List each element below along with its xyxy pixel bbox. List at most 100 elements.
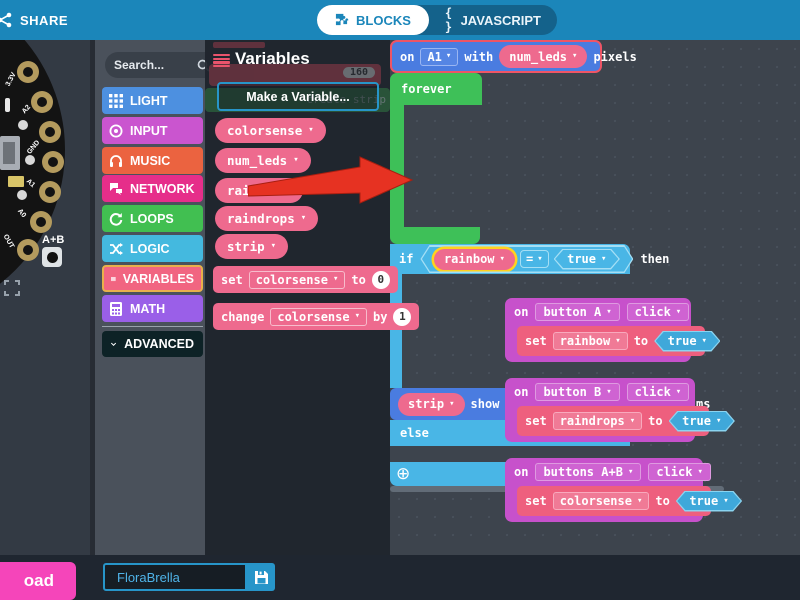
comparison-block[interactable]: rainbow▾ =▾ true▾ [420, 245, 633, 273]
variable-name: strip [227, 239, 265, 254]
if-block-header[interactable]: if rainbow▾ =▾ true▾ then [390, 244, 669, 274]
fullscreen-icon[interactable] [4, 280, 20, 296]
variable-name: colorsense [255, 272, 328, 287]
category-label: VARIABLES [122, 271, 194, 286]
ghost-value: 160 [342, 67, 375, 78]
keyword: on [514, 465, 529, 479]
ab-button[interactable] [42, 247, 62, 267]
number-input[interactable]: 1 [393, 307, 412, 326]
category-advanced[interactable]: ADVANCED [102, 331, 203, 357]
share-button[interactable]: SHARE [0, 0, 68, 40]
keyword: change [221, 309, 265, 324]
top-bar: SHARE BLOCKS { } JAVASCRIPT [0, 0, 800, 40]
ghost-text: create strip [306, 93, 386, 106]
change-variable-block[interactable]: change colorsense▾ by 1 [213, 303, 420, 330]
action-dropdown[interactable]: click▾ [626, 383, 690, 401]
set-colorsense-block[interactable]: set colorsense▾ to true▾ [517, 486, 711, 516]
board-pad[interactable] [30, 211, 52, 233]
variable-name: raindrops [559, 414, 625, 428]
board-pad[interactable] [42, 151, 64, 173]
variable-dropdown[interactable]: raindrops▾ [552, 412, 643, 430]
circle-dot-icon [109, 124, 123, 137]
number-input[interactable]: 0 [371, 270, 390, 289]
keyword: to [633, 334, 649, 348]
project-name-input[interactable] [103, 563, 247, 591]
make-variable-button[interactable]: Make a Variable... [217, 82, 379, 111]
category-network[interactable]: NETWORK [102, 175, 203, 202]
variable-dropdown[interactable]: rainbow▾ [552, 332, 628, 350]
board-pad[interactable] [17, 61, 39, 83]
board-pad[interactable] [17, 239, 39, 261]
keyword: then [640, 252, 670, 266]
variable-pill-colorsense[interactable]: colorsense▾ [215, 118, 326, 143]
set-raindrops-block[interactable]: set raindrops▾ to true▾ [517, 406, 709, 436]
category-label: LOGIC [130, 241, 170, 256]
set-rainbow-block[interactable]: set rainbow▾ to true▾ [517, 326, 705, 356]
board-led [25, 155, 35, 165]
flyout-title: Variables [235, 49, 310, 68]
boolean-dropdown[interactable]: true▾ [654, 331, 720, 352]
category-variables[interactable]: VARIABLES [102, 265, 203, 292]
dropdown-arrow-icon: ▾ [499, 253, 505, 264]
pin-dropdown[interactable]: A1▾ [420, 47, 459, 66]
variable-pill-rainbow[interactable]: rainbow▾ [215, 178, 304, 203]
tab-blocks[interactable]: BLOCKS [317, 5, 429, 35]
dropdown-arrow-icon: ▾ [285, 185, 292, 195]
dropdown-arrow-icon: ▾ [636, 495, 643, 506]
variable-name: colorsense [277, 309, 350, 324]
category-music[interactable]: MUSIC [102, 147, 203, 174]
forever-block[interactable]: forever [390, 73, 482, 105]
variable-pill-num-leds[interactable]: num_leds▾ [499, 45, 588, 68]
category-logic[interactable]: LOGIC [102, 235, 203, 262]
button-value: button B [543, 385, 602, 399]
dropdown-arrow-icon: ▾ [354, 311, 361, 321]
shuffle-icon [110, 242, 123, 255]
category-input[interactable]: INPUT [102, 117, 203, 144]
if-block-spine [390, 274, 402, 388]
board-chip [8, 176, 24, 187]
neopixel-setup-block[interactable]: on A1▾ with num_leds▾ pixels [390, 40, 637, 73]
boolean-dropdown[interactable]: true▾ [554, 249, 620, 270]
action-dropdown[interactable]: click▾ [626, 303, 690, 321]
keyword: set [221, 272, 243, 287]
button-dropdown[interactable]: button A▾ [535, 303, 620, 321]
variable-dropdown[interactable]: colorsense▾ [552, 492, 650, 510]
keyword: set [525, 334, 547, 348]
variable-name: rainbow [559, 334, 611, 348]
board-pad[interactable] [31, 91, 53, 113]
tab-javascript[interactable]: { } JAVASCRIPT [429, 5, 557, 35]
dropdown-arrow-icon: ▾ [449, 398, 455, 409]
save-button[interactable] [247, 563, 275, 591]
add-branch-icon[interactable]: ⊕ [396, 463, 411, 484]
variable-pill-strip[interactable]: strip▾ [398, 392, 465, 416]
variable-pill-strip[interactable]: strip▾ [215, 234, 289, 259]
dropdown-arrow-icon: ▾ [445, 51, 452, 61]
variable-pill-rainbow-highlighted[interactable]: rainbow▾ [434, 249, 515, 270]
category-toolbox: Search... LIGHT INPUT MUSIC NETWORK LOOP… [90, 40, 219, 555]
category-math[interactable]: MATH [102, 295, 203, 322]
keyword: set [525, 494, 547, 508]
action-value: click [656, 465, 693, 479]
board-pad[interactable] [39, 121, 61, 143]
boolean-dropdown[interactable]: true▾ [669, 411, 735, 432]
variable-dropdown[interactable]: colorsense ▾ [270, 307, 368, 326]
dropdown-arrow-icon: ▾ [308, 125, 314, 135]
boolean-value: true [567, 252, 597, 266]
download-button[interactable]: oad [0, 562, 76, 600]
button-dropdown[interactable]: buttons A+B▾ [535, 463, 642, 481]
button-dropdown[interactable]: button B ▾ [535, 383, 620, 401]
keyword: pixels [593, 49, 637, 64]
variable-pill-raindrops[interactable]: raindrops▾ [215, 206, 319, 231]
category-light[interactable]: LIGHT [102, 87, 203, 114]
variable-dropdown[interactable]: colorsense▾ [248, 270, 346, 289]
boolean-dropdown[interactable]: true▾ [676, 491, 742, 512]
blocks-workspace[interactable]: on A1▾ with num_leds▾ pixels forever if … [390, 40, 800, 550]
action-dropdown[interactable]: click▾ [648, 463, 711, 481]
dropdown-arrow-icon: ▾ [606, 386, 612, 397]
set-variable-block[interactable]: set colorsense▾ to 0 [213, 266, 398, 293]
board-pad[interactable] [39, 181, 61, 203]
operator-dropdown[interactable]: =▾ [520, 250, 549, 268]
variable-pill-num-leds[interactable]: num_leds▾ [215, 148, 311, 173]
search-input[interactable]: Search... [105, 52, 219, 78]
category-loops[interactable]: LOOPS [102, 205, 203, 232]
